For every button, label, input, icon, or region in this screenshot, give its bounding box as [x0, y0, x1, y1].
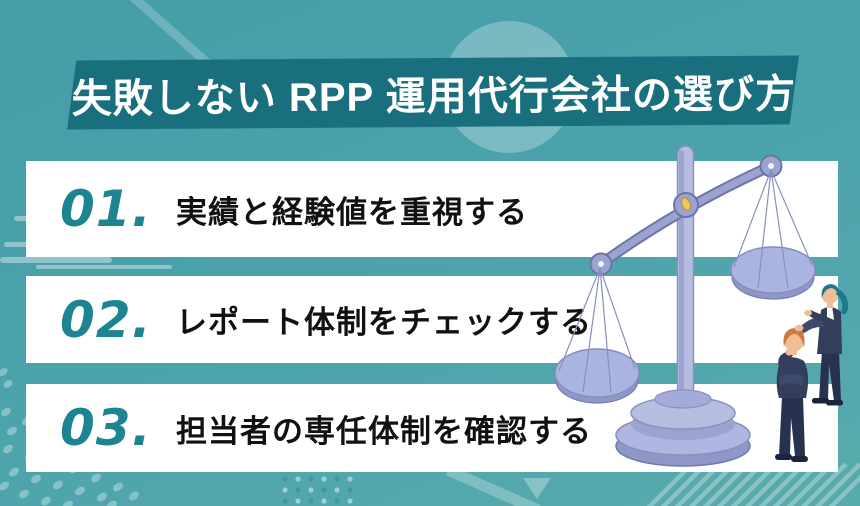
item-label-2: レポート体制をチェックする [176, 305, 592, 340]
item-number-3: 03. [60, 399, 152, 457]
item-number-1: 01. [60, 180, 152, 238]
businesswoman-icon [794, 284, 849, 406]
item-label-3: 担当者の専任体制を確認する [176, 413, 592, 449]
triangle-accent [523, 478, 551, 499]
list-item-1: 01. 実績と経験値を重視する [26, 161, 838, 257]
item-label-1: 実績と経験値を重視する [176, 194, 528, 230]
list-item-2: 02. レポート体制をチェックする [26, 276, 838, 363]
balance-scale-icon [554, 145, 816, 467]
dot-grid [282, 476, 353, 504]
corner-stripe [445, 464, 541, 506]
item-number-2: 02. [60, 290, 152, 349]
businessman-icon [775, 328, 809, 462]
